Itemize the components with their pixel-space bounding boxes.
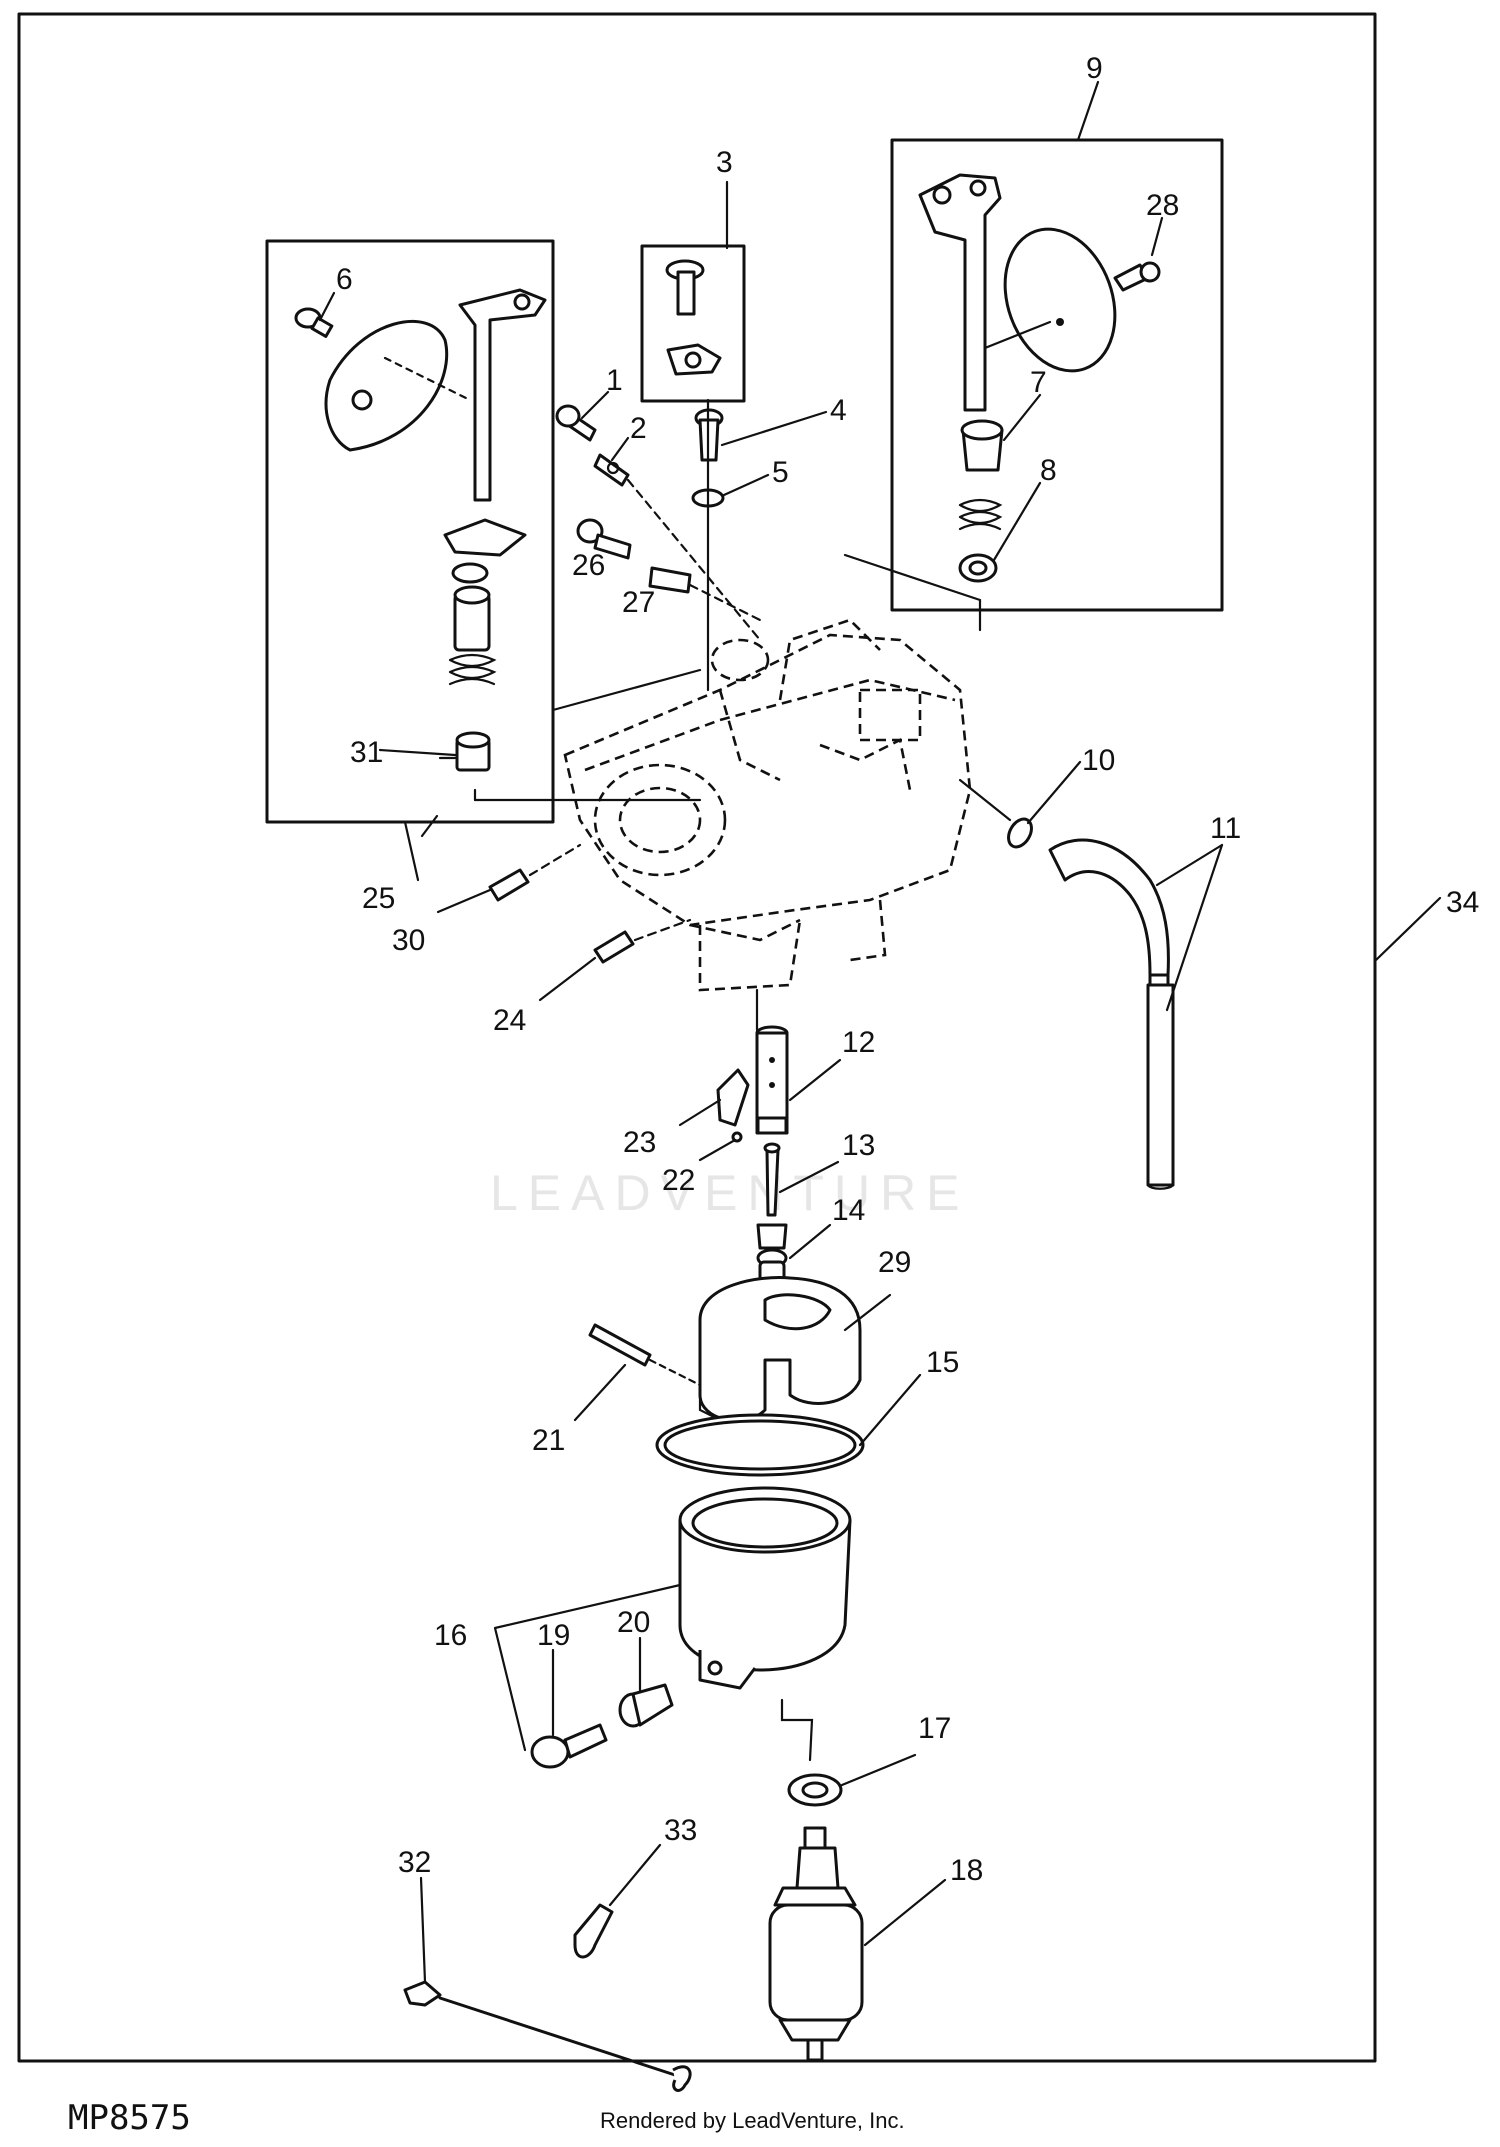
figure-code: MP8575 xyxy=(68,2098,191,2138)
callout-30: 30 xyxy=(392,924,425,957)
watermark: LEADVENTURE xyxy=(490,1165,970,1221)
upper-fasteners xyxy=(555,398,762,692)
callout-11: 11 xyxy=(1210,812,1241,845)
callout-23: 23 xyxy=(623,1126,656,1159)
callout-7: 7 xyxy=(1030,366,1047,399)
callout-labels: 1 2 3 4 5 6 7 8 9 10 11 12 13 14 15 16 1… xyxy=(336,52,1479,1887)
callout-12: 12 xyxy=(842,1026,875,1059)
callout-15: 15 xyxy=(926,1346,959,1379)
callout-17: 17 xyxy=(918,1712,951,1745)
callout-34: 34 xyxy=(1446,886,1479,919)
float-and-bowl xyxy=(530,1276,865,1769)
callout-9: 9 xyxy=(1086,52,1103,85)
callout-27: 27 xyxy=(622,586,655,619)
fuel-line-parts xyxy=(1007,817,1175,1190)
callout-3: 3 xyxy=(716,146,733,179)
callout-25: 25 xyxy=(362,882,395,915)
callout-16: 16 xyxy=(434,1619,467,1652)
inset-screw-clip xyxy=(640,244,746,403)
callout-8: 8 xyxy=(1040,454,1057,487)
callout-14: 14 xyxy=(832,1194,865,1227)
leader-lines xyxy=(318,80,1442,1984)
callout-18: 18 xyxy=(950,1854,983,1887)
callout-32: 32 xyxy=(398,1846,431,1879)
callout-28: 28 xyxy=(1146,189,1179,222)
inset-throttle-kit xyxy=(265,239,702,824)
callout-22: 22 xyxy=(662,1164,695,1197)
callout-19: 19 xyxy=(537,1619,570,1652)
callout-1: 1 xyxy=(606,364,623,397)
callout-33: 33 xyxy=(664,1814,697,1847)
fuel-solenoid xyxy=(768,1773,864,2062)
jet-assembly xyxy=(716,988,789,1284)
callout-10: 10 xyxy=(1082,744,1115,777)
linkage-parts xyxy=(403,1903,692,2092)
carburetor-body xyxy=(563,618,1012,992)
callout-4: 4 xyxy=(830,394,847,427)
inset-choke-kit xyxy=(843,138,1224,632)
callout-20: 20 xyxy=(617,1606,650,1639)
diagram-frame xyxy=(17,12,1377,2063)
callout-26: 26 xyxy=(572,549,605,582)
callout-21: 21 xyxy=(532,1424,565,1457)
callout-13: 13 xyxy=(842,1129,875,1162)
idle-screws xyxy=(488,843,692,964)
callout-24: 24 xyxy=(493,1004,526,1037)
rendered-by-credit: Rendered by LeadVenture, Inc. xyxy=(600,2108,905,2133)
callout-6: 6 xyxy=(336,263,353,296)
callout-29: 29 xyxy=(878,1246,911,1279)
callout-2: 2 xyxy=(630,412,647,445)
callout-31: 31 xyxy=(350,736,383,769)
callout-5: 5 xyxy=(772,456,789,489)
